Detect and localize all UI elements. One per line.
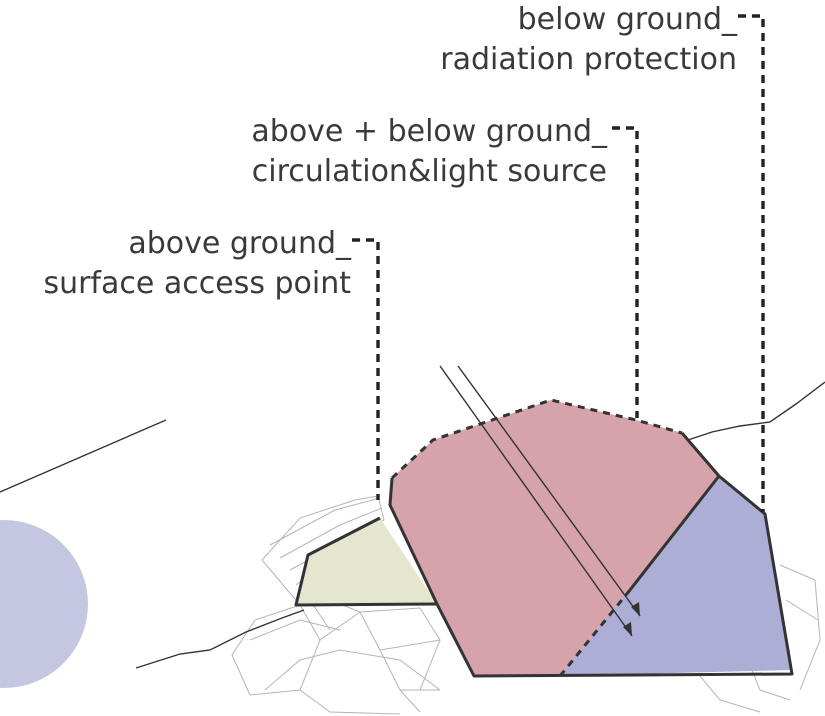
label-access-line1: above ground_ <box>128 226 351 261</box>
label-surface-access-point: above ground_ surface access point <box>43 224 351 304</box>
label-circulation-light-source: above + below ground_ circulation&light … <box>251 112 607 192</box>
leader-radiation <box>738 14 765 512</box>
leader-access <box>352 238 380 500</box>
label-circulation-line1: above + below ground_ <box>251 114 607 149</box>
leader-circulation <box>612 126 639 418</box>
light-source-disc <box>0 520 88 688</box>
label-radiation-line1: below ground_ <box>517 2 737 37</box>
radiation-zone <box>560 476 792 676</box>
label-radiation-protection: below ground_ radiation protection <box>440 0 737 80</box>
ground-lines <box>0 381 825 669</box>
label-radiation-line2: radiation protection <box>440 42 737 77</box>
dashed-outlines <box>390 398 683 677</box>
circulation-zone <box>390 400 719 676</box>
arrow-heads <box>623 602 640 636</box>
zone-outlines <box>294 432 794 678</box>
light-ray-arrows <box>439 365 641 637</box>
leader-lines <box>352 14 765 512</box>
label-circulation-line2: circulation&light source <box>251 154 607 189</box>
access-zone <box>296 518 437 605</box>
label-access-line2: surface access point <box>43 266 351 301</box>
